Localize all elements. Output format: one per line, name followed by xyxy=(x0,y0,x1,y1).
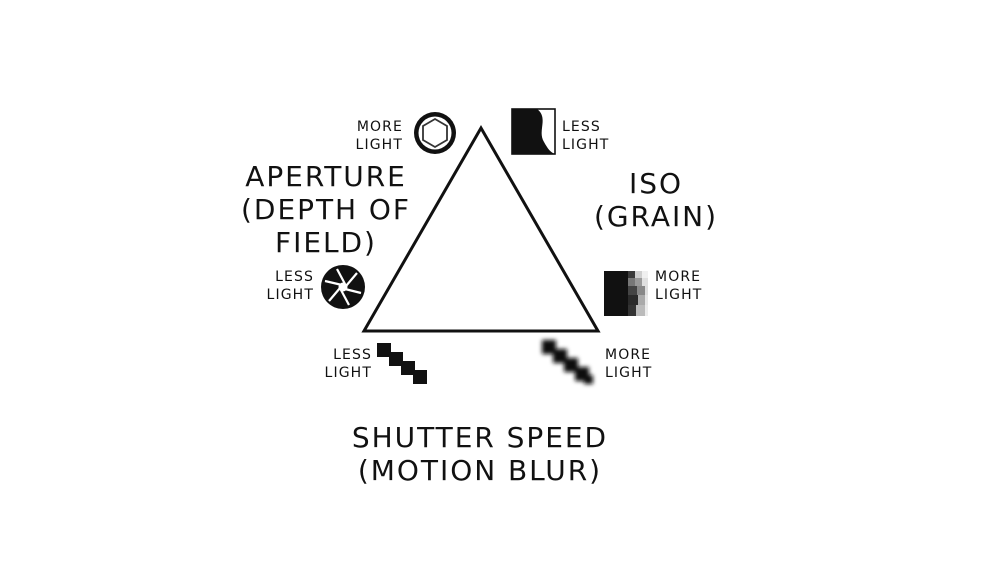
aperture-top-note: MORE LIGHT xyxy=(345,118,403,154)
exposure-triangle xyxy=(361,124,601,333)
shutter-left-note: LESS LIGHT xyxy=(314,346,372,382)
shutter-title-line-2: (MOTION BLUR) xyxy=(357,454,603,487)
iso-low-grain-icon xyxy=(511,108,556,155)
aperture-title-line-3: FIELD) xyxy=(275,226,377,259)
shutter-right-note-line-2: LIGHT xyxy=(605,365,653,381)
aperture-title-line-2: (DEPTH OF xyxy=(241,193,411,226)
iso-bottom-note-line-1: MORE xyxy=(655,269,702,285)
iso-top-note-line-1: LESS xyxy=(562,119,601,135)
shutter-title: SHUTTER SPEED (MOTION BLUR) xyxy=(320,421,640,487)
aperture-bottom-note-line-2: LIGHT xyxy=(266,287,314,303)
aperture-wide-open-icon xyxy=(414,112,456,154)
aperture-top-note-line-1: MORE xyxy=(356,119,403,135)
shutter-left-note-line-1: LESS xyxy=(333,347,372,363)
shutter-right-note: MORE LIGHT xyxy=(605,346,675,382)
iso-bottom-note-line-2: LIGHT xyxy=(655,287,703,303)
aperture-top-note-line-2: LIGHT xyxy=(355,137,403,153)
shutter-title-line-1: SHUTTER SPEED xyxy=(351,421,609,454)
aperture-bottom-note-line-1: LESS xyxy=(275,269,314,285)
aperture-bottom-note: LESS LIGHT xyxy=(256,268,314,304)
iso-bottom-note: MORE LIGHT xyxy=(655,268,725,304)
iso-high-grain-icon xyxy=(604,271,648,316)
aperture-title-line-1: APERTURE xyxy=(245,160,407,193)
shutter-left-note-line-2: LIGHT xyxy=(324,365,372,381)
aperture-title: APERTURE (DEPTH OF FIELD) xyxy=(226,160,426,259)
iso-top-note-line-2: LIGHT xyxy=(562,137,610,153)
shutter-right-note-line-1: MORE xyxy=(605,347,652,363)
fast-shutter-squares-icon xyxy=(377,343,427,384)
aperture-narrow-icon xyxy=(321,265,365,309)
motion-blur-icon xyxy=(542,340,593,384)
iso-title-line-2: (GRAIN) xyxy=(594,200,718,233)
iso-title: ISO (GRAIN) xyxy=(586,167,726,233)
iso-top-note: LESS LIGHT xyxy=(562,118,632,154)
iso-title-line-1: ISO xyxy=(629,167,683,200)
